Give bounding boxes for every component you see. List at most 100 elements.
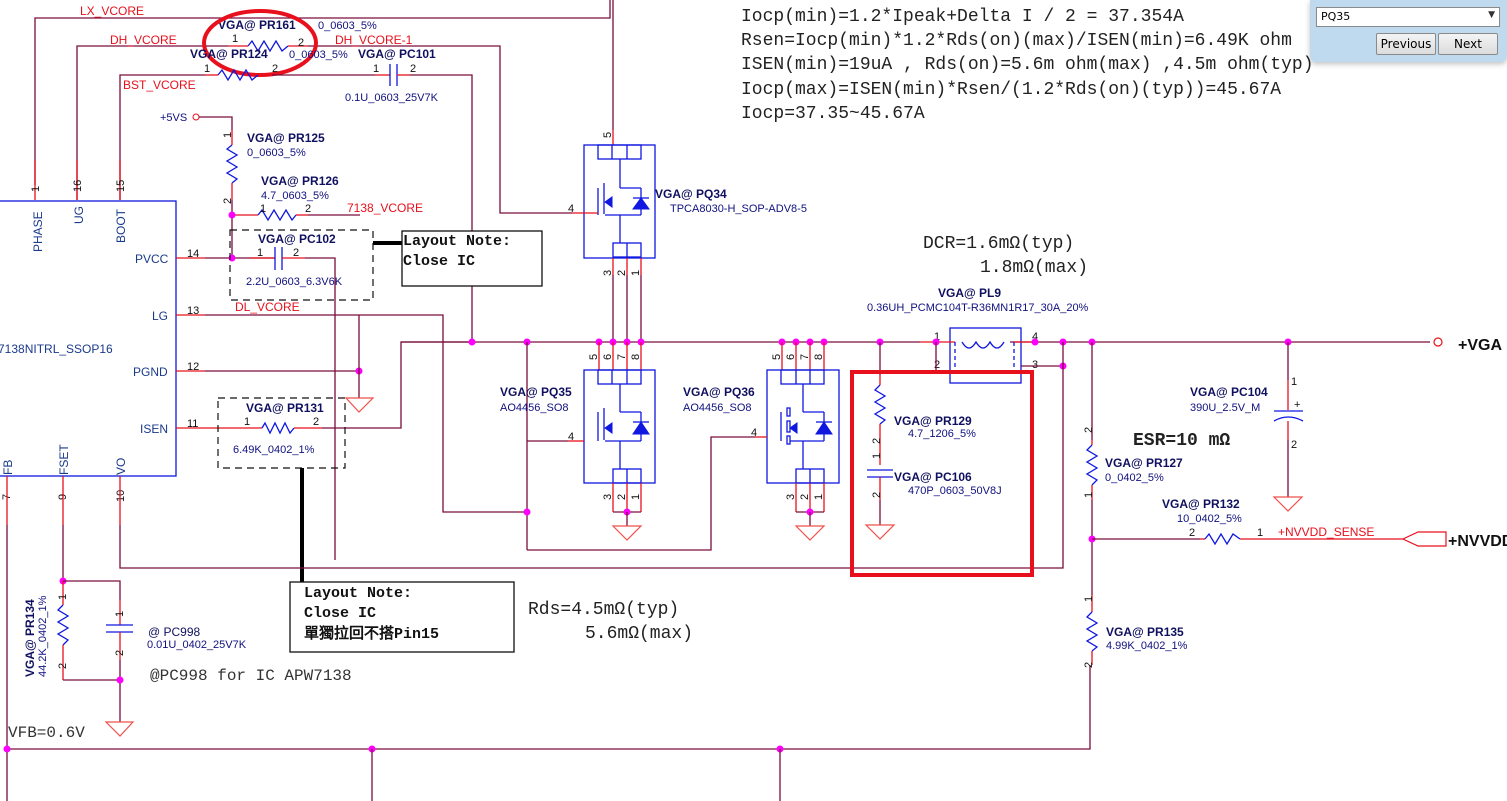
pr132-resistor[interactable]: VGA@ PR132 10_0402_5% [1162, 497, 1242, 525]
svg-text:2: 2 [222, 198, 234, 204]
part-select-value: PQ35 [1321, 10, 1351, 23]
pr125-ref: VGA@ PR125 [247, 131, 325, 145]
ic-pin-ug: UG [72, 206, 86, 224]
svg-text:4: 4 [568, 203, 574, 215]
pc104-ref: VGA@ PC104 [1190, 385, 1268, 399]
svg-text:1: 1 [1291, 376, 1297, 388]
previous-button[interactable]: Previous [1376, 33, 1436, 55]
pr129-resistor[interactable]: VGA@ PR129 4.7_1206_5% [894, 414, 976, 440]
pr124-value: 0_0603_5% [289, 49, 348, 61]
svg-text:1: 1 [813, 494, 825, 500]
pc106-capacitor[interactable]: VGA@ PC106 470P_0603_50V8J [894, 470, 1002, 497]
pr126-value: 4.7_0603_5% [261, 190, 329, 202]
svg-text:2: 2 [616, 270, 628, 276]
pr135-value: 4.99K_0402_1% [1106, 640, 1188, 652]
pq35-ref: VGA@ PQ35 [500, 385, 572, 399]
svg-text:8: 8 [813, 354, 825, 360]
pl9-inductor[interactable]: VGA@ PL9 0.36UH_PCMC104T-R36MN1R17_30A_2… [867, 286, 1089, 384]
svg-text:14: 14 [187, 248, 199, 260]
pc104-value: 390U_2.5V_M [1190, 402, 1260, 414]
pc102-capacitor[interactable]: VGA@ PC102 2.2U_0603_6.3V6K [229, 229, 374, 301]
svg-text:7: 7 [799, 354, 811, 360]
part-select-dropdown[interactable]: PQ35 ▼ [1316, 7, 1500, 27]
svg-text:2: 2 [293, 247, 299, 259]
svg-text:Close IC: Close IC [403, 253, 475, 270]
pq35-value: AO4456_SO8 [500, 402, 569, 414]
controller-ic[interactable]: PHASE UG BOOT 1 16 15 PVCC LG PGND ISEN … [0, 180, 199, 502]
svg-text:11: 11 [187, 418, 198, 430]
svg-text:16: 16 [72, 180, 84, 192]
svg-text:Iocp(min)=1.2*Ipeak+Delta I /: Iocp(min)=1.2*Ipeak+Delta I / 2 = 37.354… [741, 7, 1184, 27]
pr127-resistor[interactable]: VGA@ PR127 0_0402_5% [1105, 456, 1183, 484]
svg-text:4: 4 [751, 427, 757, 439]
pl9-value: 0.36UH_PCMC104T-R36MN1R17_30A_20% [867, 302, 1089, 314]
svg-text:15: 15 [115, 180, 127, 192]
svg-text:2: 2 [871, 492, 883, 498]
pq36-mosfet[interactable]: 5 6 7 8 VGA@ PQ36 AO4456_SO8 [683, 342, 840, 484]
svg-text:13: 13 [187, 305, 199, 317]
svg-text:1: 1 [1083, 596, 1095, 602]
ic-pin-fb: FB [1, 460, 15, 475]
pc998-value: 0.01U_0402_25V7K [147, 639, 247, 651]
pr131-resistor[interactable]: VGA@ PR131 6.49K_0402_1% 1 2 [217, 397, 346, 469]
svg-text:3: 3 [785, 494, 797, 500]
dcr-typ-note: DCR=1.6mΩ(typ) [923, 234, 1074, 254]
svg-text:6: 6 [785, 354, 797, 360]
pr124-resistor[interactable]: VGA@ PR124 0_0603_5% [190, 47, 348, 61]
pr126-resistor[interactable]: 1 2 VGA@ PR126 4.7_0603_5% 7138_VCORE [232, 174, 423, 222]
svg-text:1: 1 [232, 33, 238, 45]
svg-text:2: 2 [616, 494, 628, 500]
pq34-mosfet[interactable]: VGA@ PQ34 TPCA8030-H_SOP-ADV8-5 [583, 144, 807, 259]
pq36-value: AO4456_SO8 [683, 402, 752, 414]
svg-text:Rsen=Iocp(min)*1.2*Rds(on)(max: Rsen=Iocp(min)*1.2*Rds(on)(max)/ISEN(min… [741, 31, 1292, 51]
pr161-resistor[interactable]: VGA@ PR161 0_0603_5% [218, 18, 377, 32]
net-label-7138-vcore: 7138_VCORE [347, 201, 423, 215]
net-5vs: +5VS 1 2 [160, 112, 239, 258]
pq35-mosfet[interactable]: 5 6 7 8 VGA@ PQ35 AO4456_SO8 [500, 342, 656, 484]
svg-text:2: 2 [934, 359, 940, 371]
svg-text:12: 12 [187, 361, 199, 373]
svg-text:1: 1 [222, 132, 234, 138]
svg-text:5: 5 [771, 354, 783, 360]
pc998-capacitor[interactable]: @ PC998 0.01U_0402_25V7K [147, 625, 247, 651]
layout-note-1: Layout Note: Close IC [373, 230, 543, 287]
svg-text:1: 1 [630, 494, 642, 500]
power-port-vga: +VGA [1458, 337, 1502, 354]
pr125-resistor[interactable]: VGA@ PR125 0_0603_5% [247, 131, 325, 159]
vfb-note: VFB=0.6V [8, 724, 85, 742]
pc998-note: @PC998 for IC APW7138 [150, 667, 352, 685]
pr135-resistor[interactable]: VGA@ PR135 4.99K_0402_1% [1106, 625, 1188, 652]
ic-pin-phase: PHASE [31, 211, 45, 252]
net-lx-vcore: LX_VCORE [34, 0, 611, 200]
pc101-value: 0.1U_0603_25V7K [345, 92, 439, 104]
pr124-ref: VGA@ PR124 [190, 47, 268, 61]
pc104-capacitor[interactable]: VGA@ PC104 390U_2.5V_M [1190, 385, 1268, 414]
svg-text:1: 1 [373, 63, 379, 75]
svg-text:3: 3 [602, 494, 614, 500]
svg-text:5: 5 [588, 354, 600, 360]
net-label-dh-vcore: DH_VCORE [110, 33, 177, 47]
pc998-ref: @ PC998 [148, 625, 201, 639]
svg-text:1: 1 [114, 611, 126, 617]
esr-note: ESR=10 mΩ [1133, 431, 1230, 451]
svg-text:1: 1 [934, 331, 940, 343]
svg-text:2: 2 [57, 663, 69, 669]
pc101-capacitor[interactable]: VGA@ PC101 0.1U_0603_25V7K [345, 47, 439, 104]
svg-text:ISEN(min)=19uA , Rds(on)=5.6m: ISEN(min)=19uA , Rds(on)=5.6m ohm(max) ,… [741, 55, 1314, 75]
next-button[interactable]: Next [1438, 33, 1498, 55]
ic-pin-pvcc: PVCC [135, 252, 169, 266]
pr134-ref: VGA@ PR134 [23, 599, 37, 677]
chevron-down-icon: ▼ [1488, 10, 1495, 20]
ic-pin-boot: BOOT [114, 208, 128, 243]
rds-typ-note: Rds=4.5mΩ(typ) [528, 600, 679, 620]
pr127-value: 0_0402_5% [1105, 472, 1164, 484]
pq34-value: TPCA8030-H_SOP-ADV8-5 [670, 203, 807, 215]
svg-text:+: + [1294, 399, 1300, 411]
svg-text:Layout Note:: Layout Note: [403, 233, 511, 250]
net-bst-vcore: BST_VCORE 1 2 1 2 [119, 63, 473, 341]
svg-text:3: 3 [602, 270, 614, 276]
pr134-resistor[interactable]: VGA@ PR134 44.2K_0402_1% [23, 595, 49, 677]
layout-note-2: Layout Note: Close IC 單獨拉回不搭Pin15 [289, 581, 515, 653]
svg-text:Layout Note:: Layout Note: [304, 585, 412, 602]
